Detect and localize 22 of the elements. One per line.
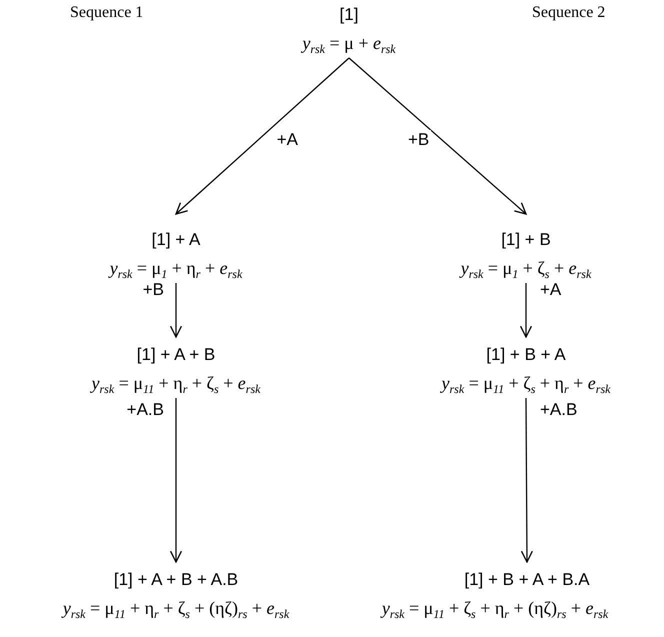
model-equation: y$_{rsk}$ = μ$_{11}$ + ζ$_{s}$ + η$_{r}$ + (ηζ)$_{rs}$ + e$_{rsk}$ <box>382 597 608 621</box>
model-equation: y$_{rsk}$ = μ + e$_{rsk}$ <box>302 32 396 56</box>
model-equation: y$_{rsk}$ = μ$_{11}$ + η$_{r}$ + ζ$_{s}$ + e$_{rsk}$ <box>92 372 260 396</box>
arrow <box>520 283 532 338</box>
model-heading: [1] + B + A <box>486 344 566 366</box>
model-equation: y$_{rsk}$ = μ$_{1}$ + ζ$_{s}$ + e$_{rsk}$ <box>460 257 592 281</box>
arrow <box>348 58 527 215</box>
model-heading: [1] <box>340 4 358 26</box>
model-heading: [1] + A + B + A.B <box>114 569 238 591</box>
model-equation: y$_{rsk}$ = μ$_{11}$ + η$_{r}$ + ζ$_{s}$ + (ηζ)$_{rs}$ + e$_{rsk}$ <box>62 597 290 621</box>
arrow <box>170 398 182 563</box>
model-equation: y$_{rsk}$ = μ$_{11}$ + ζ$_{s}$ + η$_{r}$ + e$_{rsk}$ <box>442 372 610 396</box>
sequence-label: Sequence 1 <box>70 4 144 22</box>
model-heading: [1] + A <box>152 229 200 251</box>
sequence-label: Sequence 2 <box>532 4 606 22</box>
arrow <box>175 58 350 215</box>
arrow <box>170 283 182 338</box>
model-equation: y$_{rsk}$ = μ$_{1}$ + η$_{r}$ + e$_{rsk}$ <box>110 257 242 281</box>
model-heading: [1] + B <box>501 229 551 251</box>
model-heading: [1] + A + B <box>136 344 216 366</box>
model-heading: [1] + B + A + B.A <box>464 569 590 591</box>
arrow <box>520 398 533 563</box>
